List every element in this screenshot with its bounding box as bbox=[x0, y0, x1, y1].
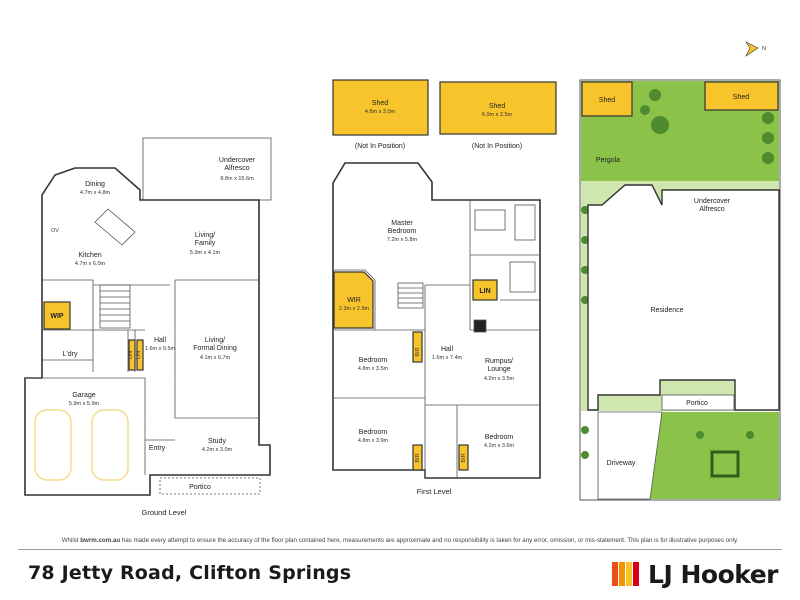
lin-closet-1 bbox=[128, 339, 136, 371]
north-label: N bbox=[762, 46, 766, 52]
bir-2-label: BIR bbox=[415, 453, 421, 462]
first-outer-wall bbox=[332, 162, 541, 479]
shed-2-dim: 6.0m x 2.5m bbox=[482, 112, 513, 118]
wip-label: WIP bbox=[50, 313, 64, 320]
site-portico-label: Portico bbox=[686, 400, 708, 407]
shed-1-note: (Not In Position) bbox=[355, 143, 405, 150]
ground-stairs bbox=[99, 284, 131, 329]
shed-2-note: (Not In Position) bbox=[472, 143, 522, 150]
living-family-label: Living/Family bbox=[195, 232, 216, 247]
ground-hall-label: Hall bbox=[154, 337, 167, 344]
master-bedroom-dim: 7.2m x 5.8m bbox=[387, 237, 418, 243]
property-address: 78 Jetty Road, Clifton Springs bbox=[28, 562, 352, 584]
bir-1 bbox=[412, 331, 423, 363]
entry-label: Entry bbox=[149, 445, 166, 452]
lin-closet-2 bbox=[136, 339, 144, 371]
first-lin-label: LIN bbox=[479, 288, 490, 295]
brand-bars-icon bbox=[612, 562, 640, 586]
bedroom-4-label: Bedroom bbox=[485, 434, 514, 441]
first-hall-label: Hall bbox=[441, 346, 454, 353]
ground-portico-label: Portico bbox=[189, 484, 211, 491]
dining-label: Dining bbox=[85, 181, 105, 188]
bedroom-4-dim: 4.2m x 3.6m bbox=[484, 443, 515, 449]
north-arrow-icon: N bbox=[745, 41, 766, 57]
footer-divider bbox=[18, 549, 782, 550]
bir-2 bbox=[412, 444, 423, 471]
bedroom-3-dim: 4.8m x 3.9m bbox=[358, 438, 389, 444]
ground-level-label: Ground Level bbox=[141, 508, 186, 517]
rumpus-label: Rumpus/Lounge bbox=[485, 358, 513, 373]
disclaimer: Whilst bwrm.com.au has made every attemp… bbox=[0, 537, 800, 544]
first-lin bbox=[472, 279, 498, 301]
disclaimer-brand: bwrm.com.au bbox=[80, 537, 121, 544]
residence-footprint bbox=[587, 184, 780, 411]
kitchen-dim: 4.7m x 6.0m bbox=[75, 261, 106, 267]
site-shed-1-label: Shed bbox=[599, 97, 615, 104]
lin-label-1: LIN bbox=[128, 351, 134, 360]
bathroom-fixtures bbox=[473, 204, 536, 333]
living-family-dim: 5.9m x 4.1m bbox=[190, 250, 221, 256]
brand-logo: LJ Hooker bbox=[612, 558, 778, 590]
pergola-label: Pergola bbox=[596, 157, 620, 164]
site-shed-2-label: Shed bbox=[733, 94, 749, 101]
residence-label: Residence bbox=[650, 307, 683, 314]
living-formal-label: Living/Formal Dining bbox=[193, 337, 237, 352]
bir-3 bbox=[458, 444, 469, 471]
garage-dim: 5.9m x 5.9m bbox=[69, 401, 100, 407]
kitchen-label: Kitchen bbox=[78, 252, 101, 259]
wir-dim: 2.3m x 2.9m bbox=[339, 306, 370, 312]
shed-1-label: Shed bbox=[372, 100, 388, 107]
study-dim: 4.2m x 3.0m bbox=[202, 447, 233, 453]
bir-1-label: BIR bbox=[415, 347, 421, 356]
site-shed-2 bbox=[704, 81, 779, 111]
ground-hall-dim: 1.6m x 9.5m bbox=[145, 346, 176, 352]
front-lawn bbox=[650, 412, 779, 499]
first-internal-walls bbox=[333, 200, 540, 478]
shed-1-dim: 4.8m x 3.0m bbox=[365, 109, 396, 115]
first-stairs bbox=[397, 282, 424, 309]
ground-portico bbox=[159, 477, 261, 495]
rumpus-dim: 4.2m x 3.5m bbox=[484, 376, 515, 382]
driveway-label: Driveway bbox=[607, 460, 636, 467]
ov-label: OV bbox=[51, 228, 59, 234]
dining-dim: 4.7m x 4.8m bbox=[80, 190, 111, 196]
laundry-label: L'dry bbox=[63, 351, 78, 358]
first-hall-dim: 1.6m x 7.4m bbox=[432, 355, 463, 361]
garden-feature bbox=[710, 450, 740, 478]
alfresco-outline bbox=[142, 137, 272, 201]
first-level-label: First Level bbox=[417, 487, 452, 496]
bedroom-2-label: Bedroom bbox=[359, 357, 388, 364]
wir-room bbox=[333, 271, 374, 329]
bir-3-label: BIR bbox=[461, 453, 467, 462]
wir-label: WIR bbox=[347, 297, 361, 304]
ground-outer-wall bbox=[24, 167, 271, 496]
lin-label-2: LIN bbox=[136, 351, 142, 360]
driveway bbox=[597, 411, 663, 500]
shed-2-label: Shed bbox=[489, 103, 505, 110]
garage-label: Garage bbox=[72, 392, 95, 399]
shed-2 bbox=[439, 81, 557, 135]
site-portico bbox=[661, 394, 735, 411]
kitchen-island bbox=[94, 208, 136, 246]
bedroom-2-dim: 4.8m x 3.5m bbox=[358, 366, 389, 372]
bedroom-3-label: Bedroom bbox=[359, 429, 388, 436]
first-floor-plan: Shed 4.8m x 3.0m (Not In Position) Shed … bbox=[332, 79, 557, 496]
garage-cars-icon bbox=[34, 409, 129, 481]
living-formal-dim: 4.1m x 6.7m bbox=[200, 355, 231, 361]
disclaimer-lead: Whilst bbox=[61, 537, 81, 544]
alfresco-dim: 8.8m x 15.6m bbox=[220, 176, 254, 182]
brand-name: LJ Hooker bbox=[648, 559, 778, 589]
shed-1 bbox=[332, 79, 429, 136]
disclaimer-text: has made every attempt to ensure the acc… bbox=[120, 537, 739, 544]
site-shed-1 bbox=[581, 81, 633, 117]
study-label: Study bbox=[208, 438, 226, 445]
wip-room bbox=[43, 301, 71, 330]
